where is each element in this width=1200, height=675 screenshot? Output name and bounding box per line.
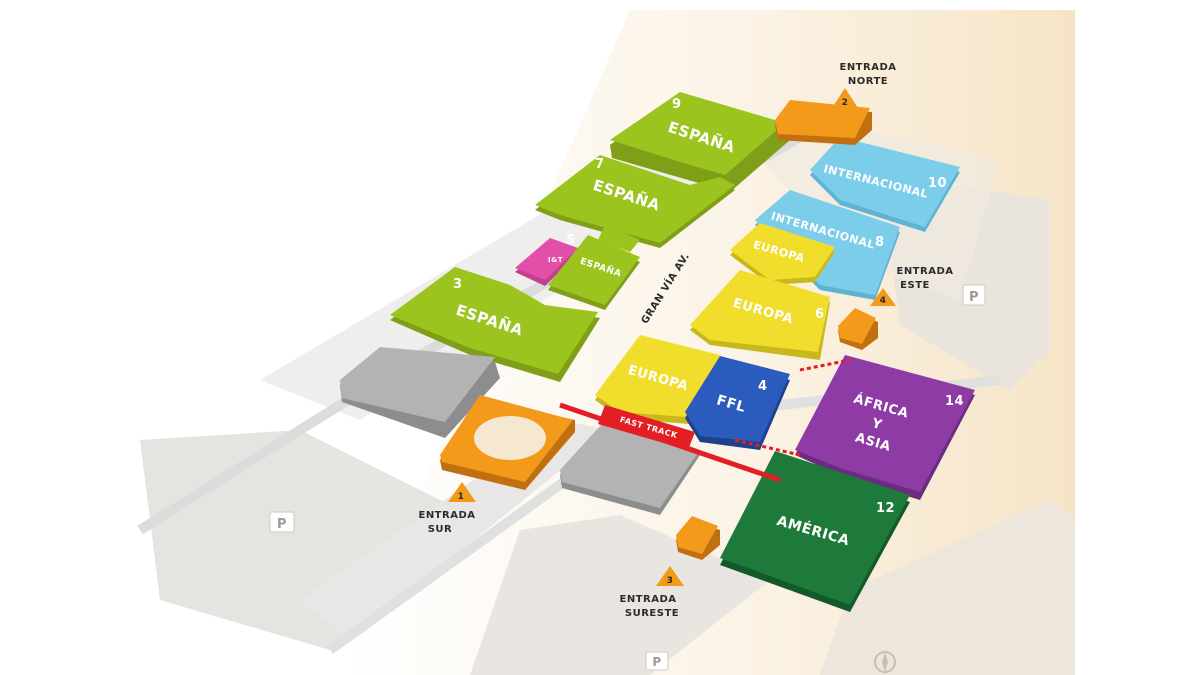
hall-number: 7 (595, 157, 605, 172)
entrance-label-line-2: NORTE (848, 76, 888, 87)
entrance-building-sureste[interactable] (676, 516, 720, 560)
hall-number: 4 (758, 379, 768, 394)
hall-3[interactable]: 3 ESPAÑA (390, 267, 600, 382)
hall-number: 10 (928, 176, 947, 191)
entrance-number: 3 (667, 576, 674, 586)
entrance-label-line-1: ENTRADA (619, 594, 676, 605)
hall-name: FFL (715, 392, 748, 416)
hall-number: 3 (453, 277, 463, 292)
entrance-building-norte[interactable] (775, 100, 872, 145)
hall-9[interactable]: 9 ESPAÑA (610, 92, 790, 192)
entrance-label-line-1: ENTRADA (839, 62, 896, 73)
entrance-label-line-2: ESTE (900, 280, 930, 291)
parking-east: P (962, 284, 986, 306)
parking-south: P (645, 651, 669, 671)
compass-icon (874, 651, 896, 673)
hall-10[interactable]: 10 INTERNACIONAL (810, 137, 960, 232)
entrance-number: 1 (458, 492, 465, 502)
fast-track: FAST TRACK (559, 358, 851, 483)
hall-8[interactable]: 8 INTERNACIONAL (755, 190, 900, 300)
grey-building-west (340, 347, 500, 438)
entrance-label-line-1: ENTRADA (896, 266, 953, 277)
hall-14[interactable]: 14 ÁFRICA Y ASIA (795, 355, 975, 500)
entrance-norte[interactable]: 2 ENTRADA NORTE (832, 62, 897, 108)
entrance-building-este[interactable] (838, 308, 878, 350)
hall-name-line-2: Y (869, 416, 884, 433)
hall-number: 12 (876, 501, 895, 516)
hall-number: 9 (672, 97, 682, 112)
entrance-label-line-1: ENTRADA (418, 510, 475, 521)
parking-icon: P (969, 290, 979, 305)
hall-number: 5 (566, 233, 576, 248)
entrance-sur[interactable]: 1 ENTRADA SUR (418, 482, 476, 535)
hall-europa-bottom[interactable]: EUROPA (595, 335, 720, 425)
hall-7[interactable]: 7 ESPAÑA (535, 155, 735, 252)
hall-12[interactable]: 12 AMÉRICA (720, 451, 910, 612)
entrance-building-sur[interactable] (440, 395, 575, 490)
entrance-label-line-2: SURESTE (625, 608, 679, 619)
hall-sub-label: I&T (548, 256, 563, 264)
entrance-sureste[interactable]: 3 ENTRADA SURESTE SURESTE (619, 566, 684, 619)
parking-icon: P (652, 655, 661, 669)
hall-6[interactable]: 6 EUROPA (690, 270, 830, 360)
hall-number: 14 (945, 394, 964, 409)
entrance-number: 2 (842, 98, 849, 108)
entrance-label-line-2: SUR (428, 524, 453, 535)
entrance-number: 4 (880, 296, 887, 306)
entrance-este[interactable]: 4 ENTRADA ESTE (870, 266, 954, 306)
parking-icon: P (277, 517, 287, 532)
hall-europa-top[interactable]: EUROPA (730, 223, 835, 285)
hall-5[interactable]: 5 I&T ESPAÑA (515, 233, 640, 310)
hall-number: 6 (815, 307, 825, 322)
hall-4[interactable]: 4 FFL (685, 356, 790, 450)
parking-west: P (269, 511, 295, 533)
hall-number: 8 (875, 235, 885, 250)
